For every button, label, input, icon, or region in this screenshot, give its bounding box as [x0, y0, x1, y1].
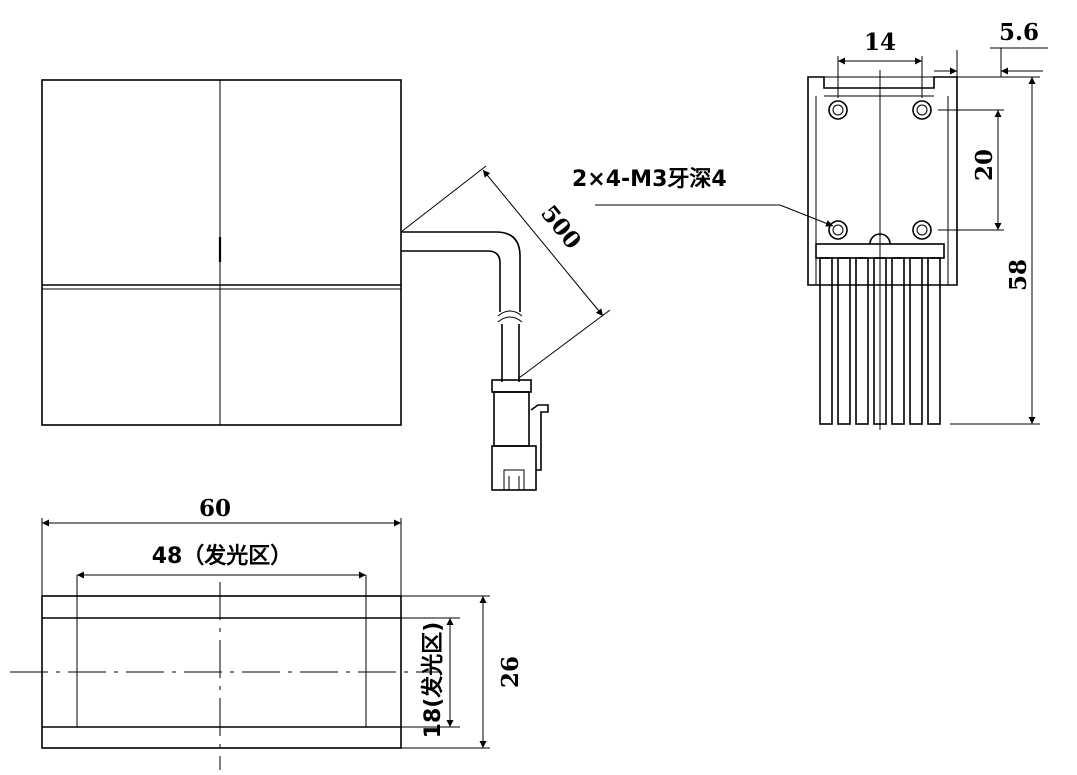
mounting-holes — [828, 100, 932, 245]
bottom-height-label: 26 — [497, 656, 524, 688]
hole-bottom-left — [828, 220, 848, 240]
height-label: 58 — [1005, 259, 1032, 291]
cable — [401, 231, 523, 382]
hole-top-left — [828, 100, 848, 120]
front-outline — [41, 79, 402, 426]
cable-length-label: 500 — [535, 200, 586, 254]
connector — [491, 379, 549, 491]
hole-top-right — [912, 100, 932, 120]
hole-vertical-label: 20 — [971, 149, 998, 181]
width-label: 60 — [199, 495, 231, 522]
side-view: 14 5.6 20 58 2×4-M3牙深4 — [572, 19, 1048, 430]
cable-dim-ext-bottom — [518, 309, 611, 379]
cable-dim-ext-top — [400, 165, 487, 233]
cable-dim-line — [482, 169, 604, 317]
edge-offset-label: 5.6 — [999, 19, 1039, 46]
emitting-height-label: 18(发光区) — [420, 622, 446, 739]
bottom-view: 60 48（发光区） 26 18(发光区) — [10, 495, 524, 770]
thread-note: 2×4-M3牙深4 — [572, 167, 727, 192]
heatsink-fins — [815, 243, 945, 425]
hole-spacing-label: 14 — [864, 29, 896, 56]
front-view: 500 — [41, 79, 611, 491]
emitting-width-label: 48（发光区） — [152, 543, 293, 569]
side-housing — [807, 76, 958, 286]
hole-bottom-right — [912, 220, 932, 240]
